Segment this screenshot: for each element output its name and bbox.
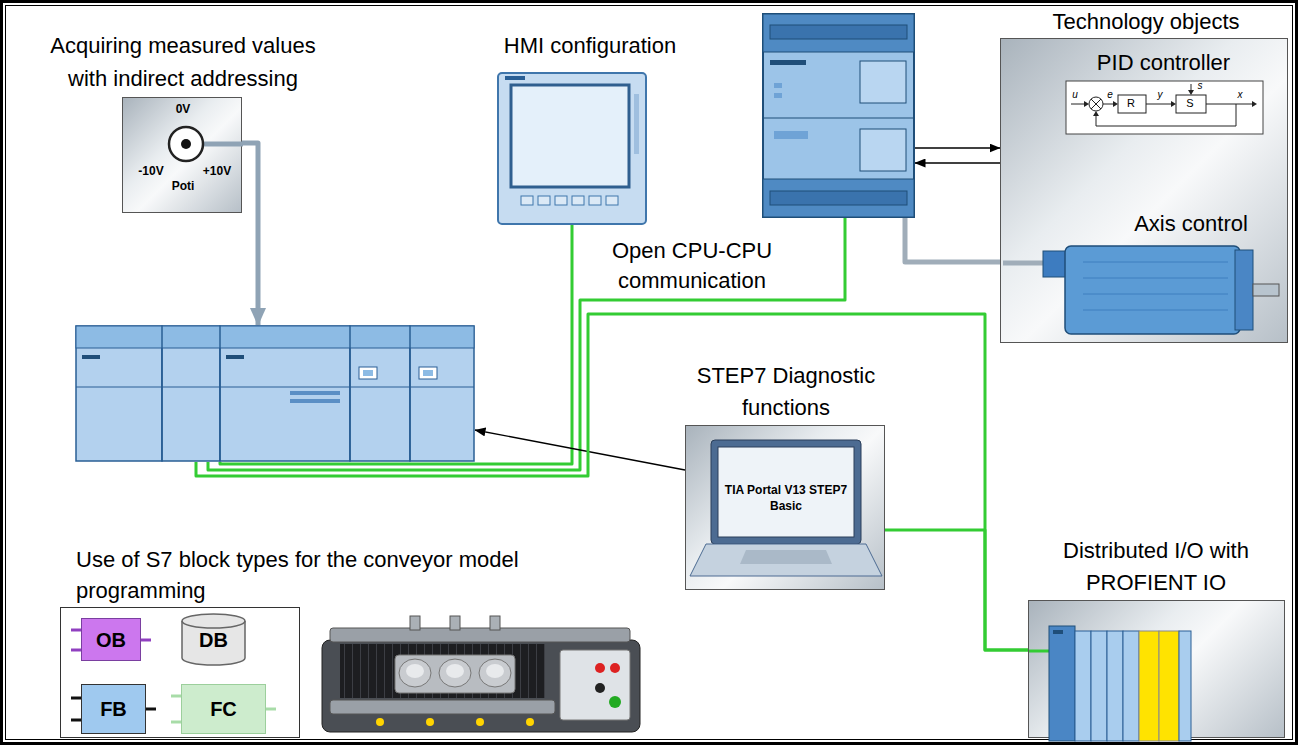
hmi-panel: HMI configuration <box>497 72 647 225</box>
screen-text: TIA Portal V13 STEP7 Basic <box>723 482 849 514</box>
group-heading: PID controller <box>1051 49 1276 77</box>
device-drawing <box>763 14 914 217</box>
conveyor-frame <box>322 640 640 732</box>
signal-symbol: x <box>1234 89 1246 101</box>
device-drawing <box>1029 626 1191 741</box>
conveyor-belt <box>340 644 545 698</box>
compact-plc <box>762 13 915 218</box>
section-heading: STEP7 Diagnostic functions <box>671 360 901 424</box>
indicator-lamp <box>526 718 534 726</box>
group-heading: Axis control <box>1101 210 1281 238</box>
modular-plc <box>75 325 475 462</box>
control-panel <box>560 650 630 720</box>
workpiece-top <box>486 664 504 678</box>
voltage-label: 0V <box>163 102 203 116</box>
section-heading: HMI configuration <box>480 32 700 60</box>
device-drawing <box>1003 246 1279 334</box>
device-drawing <box>1066 81 1263 134</box>
push-button <box>610 663 620 673</box>
sensor <box>450 616 460 630</box>
signal-symbol: u <box>1069 89 1081 101</box>
block-symbol: S <box>1184 97 1196 109</box>
section-heading: Use of S7 block types for the conveyor m… <box>76 544 546 606</box>
block-type: FC <box>182 697 265 721</box>
workpiece <box>399 659 431 687</box>
device-illustration <box>497 72 647 225</box>
block-types-box: Use of S7 block types for the conveyor m… <box>60 607 300 738</box>
data-arrow <box>915 162 1000 164</box>
diagnostic-arrow <box>475 430 685 470</box>
potentiometer-box: Acquiring measured values with indirect … <box>122 97 242 213</box>
device-drawing <box>498 73 646 224</box>
function: FC <box>181 684 266 734</box>
signal-symbol: s <box>1194 80 1206 92</box>
block-type: DB <box>181 628 246 652</box>
workpiece-top <box>446 664 464 678</box>
section-heading: Technology objects <box>1016 8 1276 36</box>
data-arrow <box>915 147 1000 149</box>
push-button <box>595 683 605 693</box>
device-drawing <box>169 127 243 161</box>
conveyor-rail <box>330 628 630 642</box>
distributed-io: Distributed I/O with PROFIENT IO <box>1028 600 1285 738</box>
conveyor-rail <box>330 700 555 714</box>
connection-label: Open CPU-CPU communication <box>592 236 792 296</box>
axis-group: Axis control <box>1003 206 1286 341</box>
indicator-lamp <box>426 718 434 726</box>
device-name: Poti <box>163 179 203 193</box>
section-heading: Acquiring measured values with indirect … <box>48 29 318 95</box>
block-symbol: R <box>1125 97 1137 109</box>
conveyor-model <box>322 616 640 732</box>
programming-laptop: STEP7 Diagnostic functionsTIA Portal V13… <box>685 425 885 590</box>
signal-symbol: y <box>1154 89 1166 101</box>
workpiece <box>479 659 511 687</box>
device-illustration <box>75 325 475 462</box>
profinet-cable <box>885 530 1028 650</box>
device-drawing <box>690 440 882 576</box>
organization-block: OB <box>81 618 141 661</box>
block-type: OB <box>82 628 140 652</box>
function-block: FB <box>81 684 146 734</box>
analog-signal-arrow <box>242 143 258 325</box>
signal-symbol: e <box>1104 89 1116 101</box>
indicator-lamp <box>476 718 484 726</box>
device-drawing <box>76 326 474 461</box>
workpiece <box>439 659 471 687</box>
data-block: DB <box>181 613 246 666</box>
push-button <box>609 696 621 708</box>
sensor <box>410 616 420 630</box>
sensor <box>490 616 500 630</box>
device-illustration <box>762 13 915 218</box>
device-drawing <box>182 614 245 665</box>
voltage-label: +10V <box>195 164 239 178</box>
motor-cable <box>905 218 1003 262</box>
workpiece-carrier <box>395 655 515 693</box>
inner-frame <box>6 6 1293 740</box>
indicator-lamp <box>376 718 384 726</box>
section-heading: Distributed I/O with PROFIENT IO <box>1031 535 1281 599</box>
push-button <box>595 663 605 673</box>
voltage-label: -10V <box>129 164 173 178</box>
device-illustration <box>1029 601 1286 739</box>
workpiece-top <box>406 664 424 678</box>
technology-panel: Technology objectsPID controllerAxis con… <box>1000 38 1288 343</box>
block-type: FB <box>82 697 145 721</box>
